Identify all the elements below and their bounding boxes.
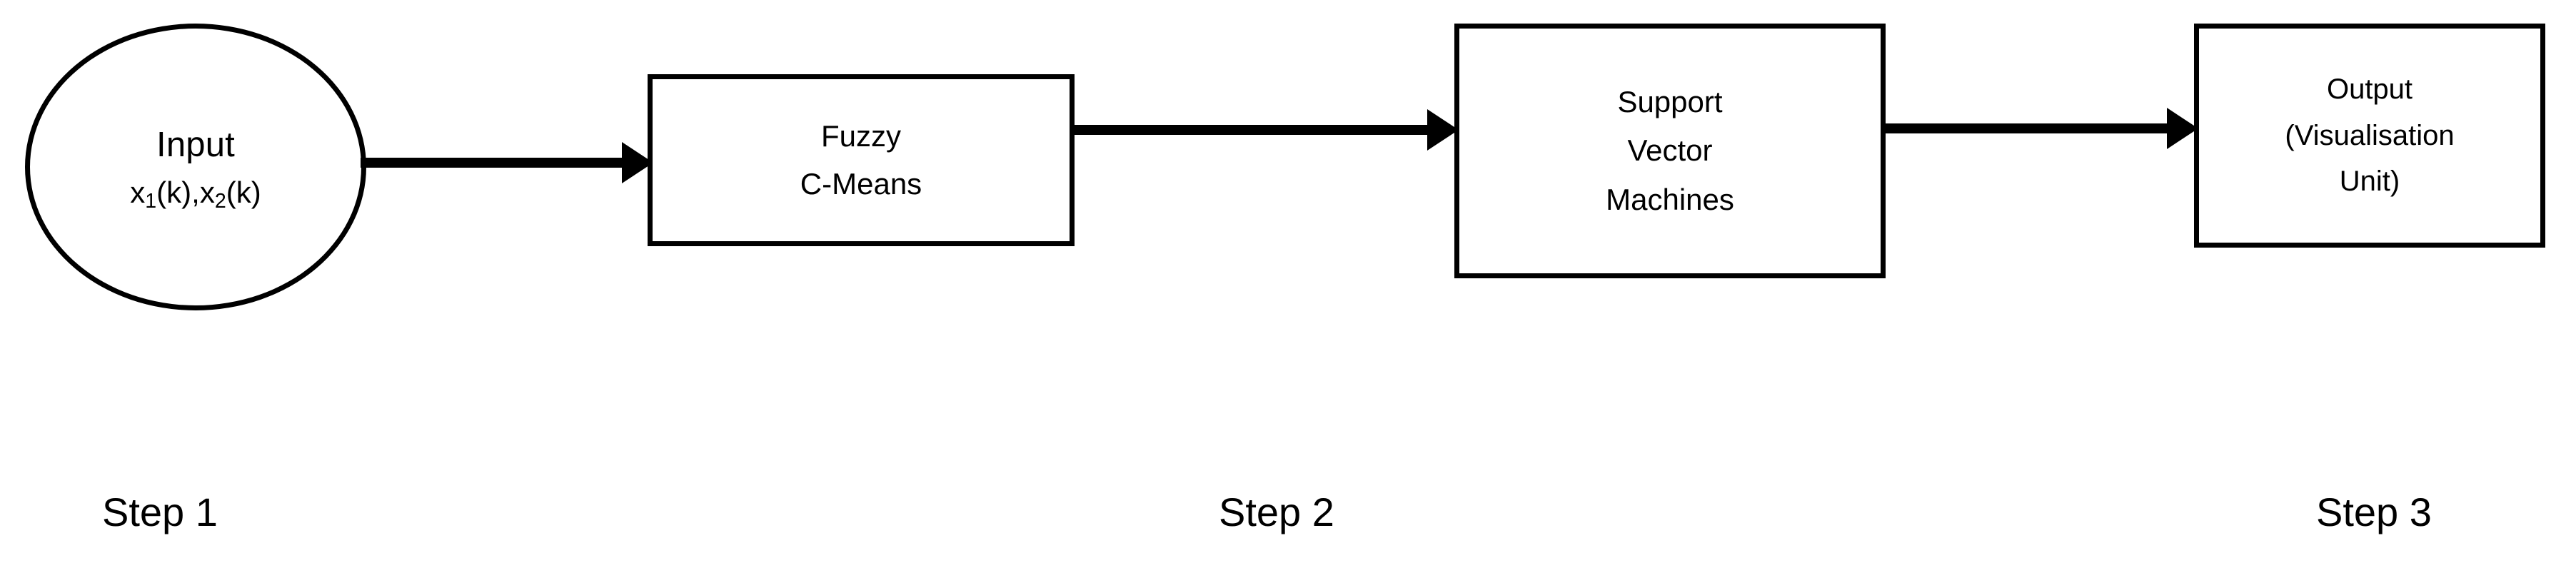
arrow-shaft xyxy=(361,158,625,168)
step-label-2: Step 2 xyxy=(1219,490,1334,534)
step-label-3: Step 3 xyxy=(2316,490,2432,534)
node-support-vector-machines-line-3: Machines xyxy=(1606,182,1734,216)
node-support-vector-machines-line-1: Support xyxy=(1617,85,1723,119)
input-var-2-base: x xyxy=(199,175,215,209)
arrow-input-to-fuzzy-c-means xyxy=(361,142,653,183)
input-var-2-subscript: 2 xyxy=(214,190,226,213)
arrow-shaft xyxy=(1882,123,2168,133)
input-var-2-arg: (k) xyxy=(226,175,261,209)
arrow-shaft xyxy=(1070,125,1429,135)
node-output-line-3: Unit) xyxy=(2339,166,2400,198)
input-var-1-arg: (k), xyxy=(156,175,200,209)
arrow-support-vector-machines-to-output xyxy=(1882,108,2198,149)
node-support-vector-machines-line-2: Vector xyxy=(1627,133,1713,168)
node-output-line-1: Output xyxy=(2326,73,2413,105)
step-label-1: Step 1 xyxy=(102,490,218,534)
node-support-vector-machines[interactable]: Support Vector Machines xyxy=(1454,24,1886,278)
node-input[interactable]: Input x1(k),x2(k) xyxy=(25,24,366,310)
arrowhead-icon xyxy=(1427,109,1459,151)
input-var-1-subscript: 1 xyxy=(145,190,157,213)
node-fuzzy-c-means-line-1: Fuzzy xyxy=(820,119,901,153)
node-fuzzy-c-means-line-2: C-Means xyxy=(800,166,922,201)
node-fuzzy-c-means[interactable]: Fuzzy C-Means xyxy=(648,74,1075,246)
node-output[interactable]: Output (Visualisation Unit) xyxy=(2194,24,2545,248)
node-output-line-2: (Visualisation xyxy=(2285,119,2455,151)
node-input-subtitle: x1(k),x2(k) xyxy=(130,173,261,213)
arrow-fuzzy-c-means-to-support-vector-machines xyxy=(1070,109,1459,151)
arrowhead-icon xyxy=(2167,108,2198,149)
node-input-title: Input xyxy=(156,125,235,164)
input-var-1-base: x xyxy=(130,175,146,209)
